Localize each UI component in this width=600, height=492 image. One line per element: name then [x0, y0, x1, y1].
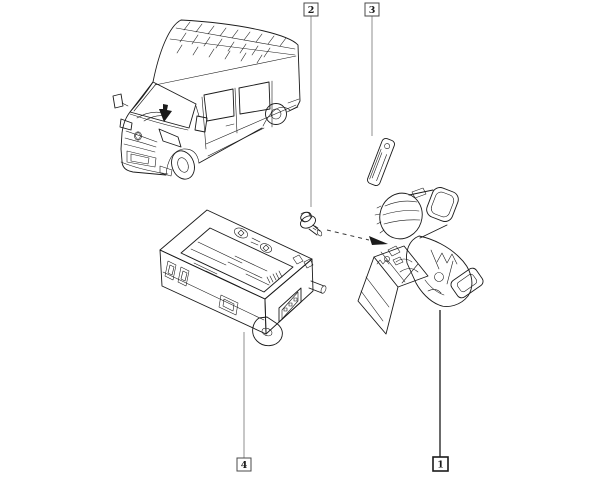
callout-2[interactable]: 2	[303, 2, 319, 17]
location-arrow-icon	[159, 104, 172, 122]
van-illustration	[112, 19, 301, 180]
ecu-clip-2	[177, 266, 190, 287]
spring-detail	[376, 259, 390, 265]
sliding-door-window	[238, 81, 271, 115]
renault-diamond-icon-3	[262, 244, 270, 252]
callout-1[interactable]: 1	[432, 456, 449, 472]
ecu-clip-1	[164, 260, 177, 281]
lock-housing	[406, 235, 473, 307]
antenna-stub	[308, 280, 325, 294]
lock-barrel	[379, 192, 423, 240]
windshield	[129, 81, 197, 129]
callout-1-number[interactable]: 1	[437, 459, 444, 470]
left-mirror-icon	[112, 93, 124, 109]
part-key-blade[interactable]	[366, 137, 395, 187]
part-mounting-screw[interactable]	[298, 210, 323, 237]
roof-rib-ticks-2	[179, 32, 271, 58]
front-wheel	[171, 150, 195, 180]
ecu-label-barcode	[266, 270, 283, 284]
ecu-connector-recess	[278, 287, 302, 323]
headlight-left	[119, 118, 133, 131]
headlight-right	[158, 128, 182, 148]
brand-oval-logo-1	[234, 227, 248, 239]
renault-diamond-icon-2	[237, 229, 245, 237]
ecu-small-port	[218, 294, 239, 316]
assembly-direction-arrow	[326, 229, 388, 245]
callout-4-number[interactable]: 4	[241, 460, 248, 471]
ecu-label-plate	[180, 227, 294, 293]
rear-wheel	[265, 103, 287, 125]
callout-3[interactable]: 3	[364, 2, 380, 17]
front-door-window	[203, 88, 235, 122]
roof-rib-ticks-1	[183, 21, 287, 47]
callout-3-number[interactable]: 3	[369, 5, 376, 16]
mounting-hole	[261, 327, 273, 337]
right-mirror-stem	[195, 105, 200, 117]
part-ignition-lock[interactable]	[357, 185, 485, 335]
arrowhead-icon	[369, 236, 388, 245]
renault-diamond-icon	[134, 131, 142, 141]
callout-4[interactable]: 4	[236, 457, 252, 472]
connector-pins	[283, 297, 298, 312]
right-mirror-icon	[194, 115, 208, 133]
part-control-unit[interactable]	[159, 209, 327, 347]
grille-slats	[123, 130, 158, 153]
roof-rib-ticks-3	[176, 44, 263, 64]
brand-oval-logo-2	[260, 243, 272, 253]
key-ring-hole	[384, 143, 390, 150]
ecu-label-text-scribbles	[186, 241, 270, 288]
callout-2-number[interactable]: 2	[308, 5, 315, 16]
lock-connector-block	[357, 245, 429, 335]
bumper-intake	[126, 150, 157, 168]
mounting-ear	[252, 316, 283, 347]
lock-socket	[450, 267, 484, 299]
